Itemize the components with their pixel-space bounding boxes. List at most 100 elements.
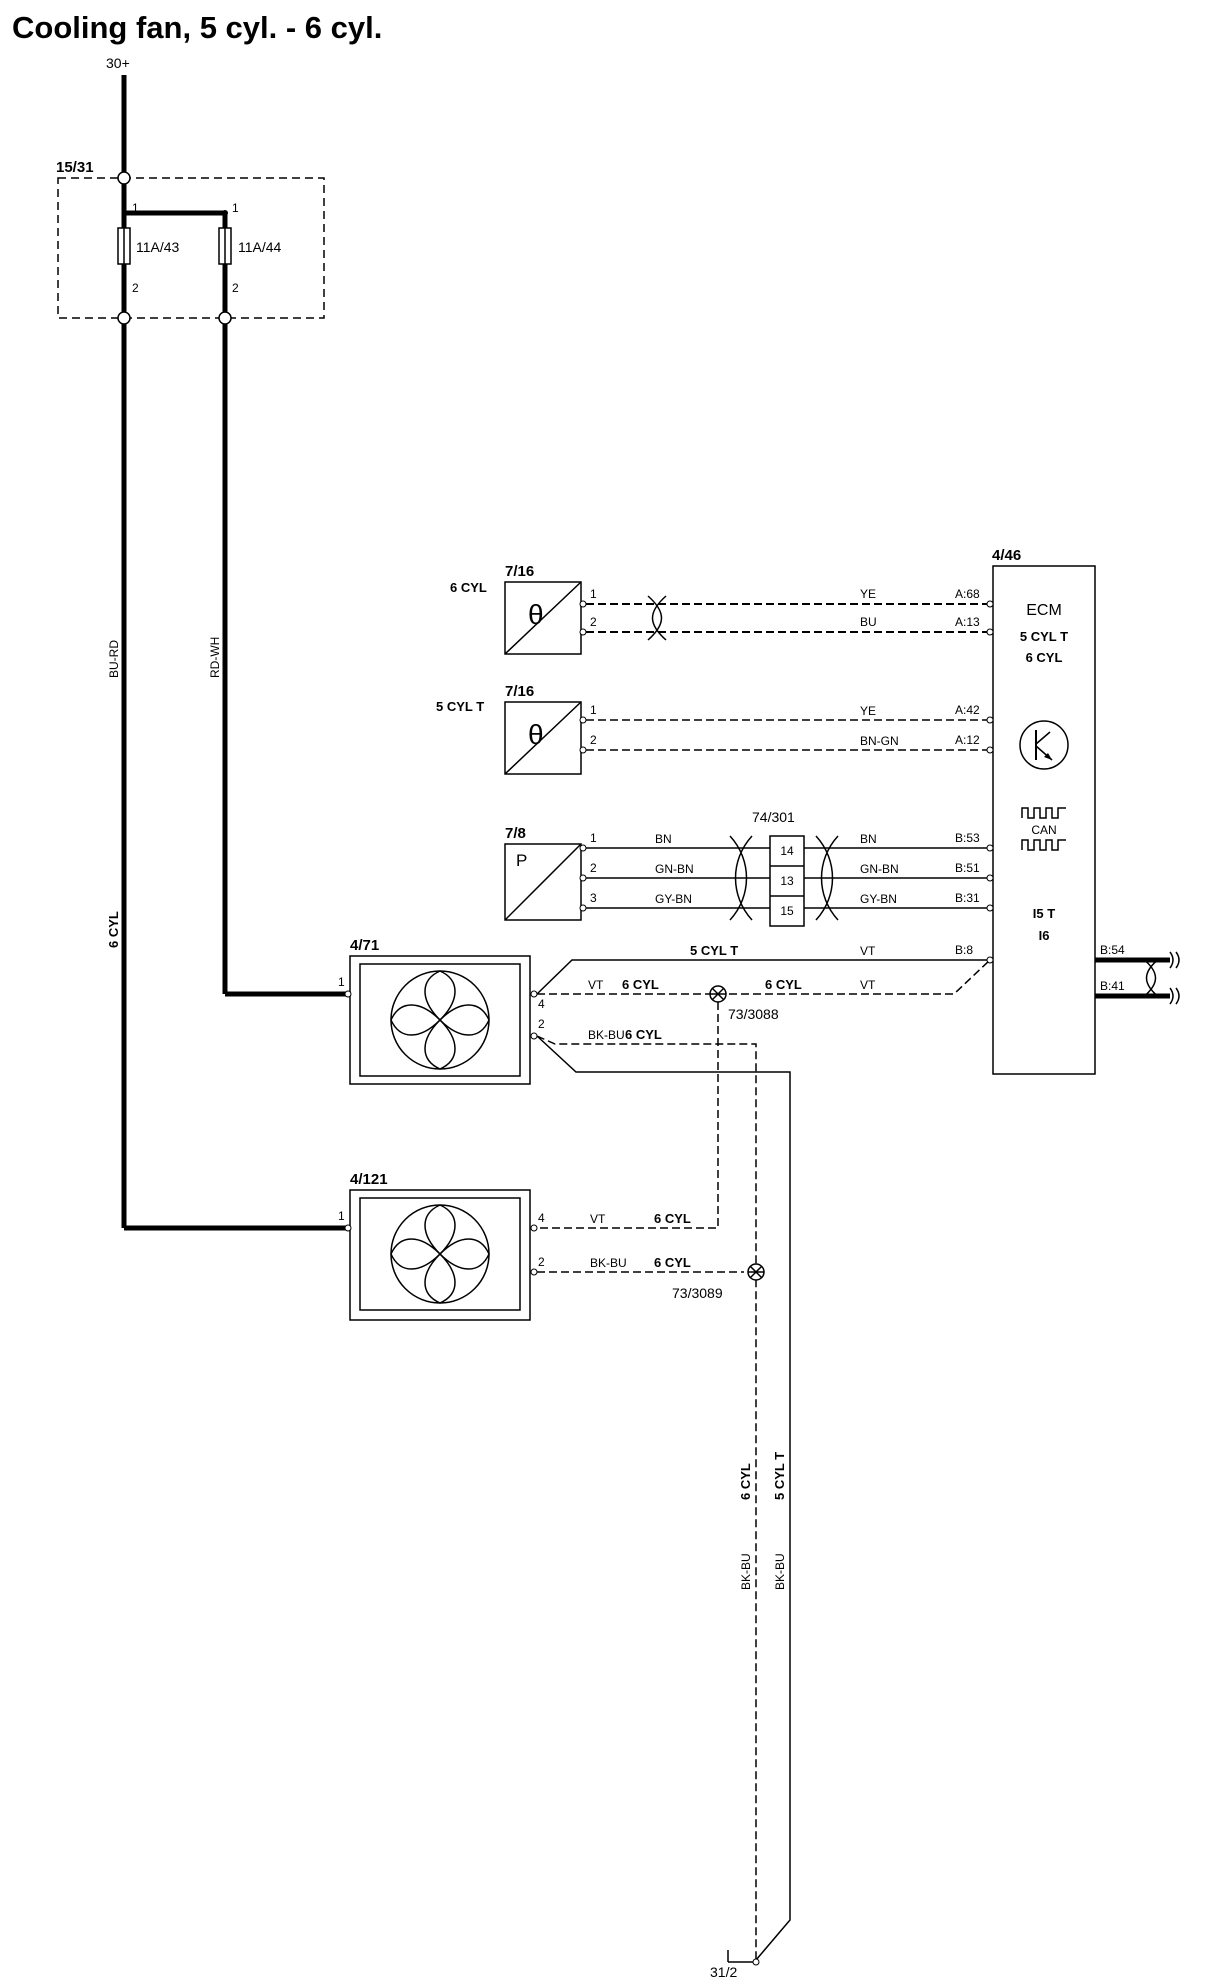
fan-main-icon: [390, 970, 490, 1070]
fan-main-bk-bu-label: BK-BU: [588, 1028, 625, 1042]
ecm-pin-b8: B:8: [955, 943, 973, 957]
sensor-3-pin-1: 1: [590, 831, 597, 845]
splice-2-label: 73/3089: [672, 1285, 723, 1301]
ground-label: 31/2: [710, 1964, 737, 1980]
fan-main-bk-bu-5cyl-wire: [536, 1035, 791, 1961]
sensor-2-color-2: BN-GN: [860, 734, 899, 748]
fuse-1-pin-in: 1: [132, 201, 139, 215]
sensor-1-pin-1: 1: [590, 587, 597, 601]
connector-pin-13: 13: [780, 874, 794, 888]
sensor-3-ecm-pin-1: B:53: [955, 831, 980, 845]
temperature-sensor-6cyl: [504, 581, 582, 655]
fuse-box-entry-terminal: [117, 171, 131, 185]
sensor-3-ecm-pin-3: B:31: [955, 891, 980, 905]
transistor-icon: [1019, 720, 1069, 770]
connector-74-301: [769, 835, 805, 927]
ecm-pin-b41: B:41: [1100, 979, 1125, 993]
sensor-2-variant: 5 CYL T: [436, 699, 484, 714]
sensor-3-color-left-3: GY-BN: [655, 892, 692, 906]
can-label: CAN: [1031, 823, 1056, 837]
fuse-1-exit-terminal: [117, 311, 131, 325]
sensor-3-id: 7/8: [505, 825, 526, 842]
fan-aux-bk-bu-label: BK-BU: [590, 1256, 627, 1270]
sensor-2-color-1: YE: [860, 704, 876, 718]
fan-main-bk-bu-variant: 6 CYL: [625, 1027, 662, 1042]
fan-main-vt-label: VT: [588, 978, 604, 992]
can-bus-icon: [1021, 807, 1066, 851]
fan-aux-icon: [390, 1204, 490, 1304]
fan-main-pin-1: 1: [338, 975, 345, 989]
splice-73-3088-icon: [709, 985, 727, 1003]
fan-aux-pin-4: 4: [538, 1211, 545, 1225]
sensor-3-color-left-1: BN: [655, 832, 672, 846]
fuse-2-pin-in: 1: [232, 201, 239, 215]
connector-pin-15: 15: [780, 904, 794, 918]
splice-73-3089-icon: [747, 1263, 765, 1281]
six-cyl-vertical-label: 6 CYL: [106, 911, 121, 948]
fan-aux-id: 4/121: [350, 1171, 388, 1188]
ecm-pin-b54: B:54: [1100, 943, 1125, 957]
sensor-1-ecm-pin-2: A:13: [955, 615, 980, 629]
ecm-variant-bottom-2: I6: [1039, 928, 1050, 943]
fan-aux-pin-2: 2: [538, 1255, 545, 1269]
diagram-title: Cooling fan, 5 cyl. - 6 cyl.: [12, 10, 382, 45]
ecm-id: 4/46: [992, 547, 1021, 564]
sensor-1-color-1: YE: [860, 587, 876, 601]
fan-aux-pin-1: 1: [338, 1209, 345, 1223]
fan-aux-bk-bu-variant: 6 CYL: [654, 1255, 691, 1270]
sensor-3-pin-3: 3: [590, 891, 597, 905]
fan-main-6cyl-label: 6 CYL: [622, 977, 659, 992]
pressure-sensor: [504, 843, 582, 921]
fuse-box-label: 15/31: [56, 159, 94, 176]
fan-main-vt-ecm-label: VT: [860, 944, 876, 958]
sensor-3-color-right-3: GY-BN: [860, 892, 897, 906]
connector-pin-14: 14: [780, 844, 794, 858]
fan-main-5cyl-vt-wire: [536, 959, 990, 995]
ground-bk-bu-left-label: BK-BU: [739, 1553, 753, 1590]
splice-1-to-aux-fan-wire: [537, 1002, 719, 1229]
theta-icon-2: θ: [528, 719, 544, 750]
connector-id: 74/301: [752, 809, 795, 825]
fan-main-pin-4: 4: [538, 997, 545, 1011]
ecm-variant-bottom-1: I5 T: [1033, 906, 1055, 921]
pressure-icon: P: [516, 851, 527, 870]
fan-main-pin-2: 2: [538, 1017, 545, 1031]
sensor-1-id: 7/16: [505, 563, 534, 580]
can-twist-icon: [1141, 957, 1161, 999]
ground-5cyl-label: 5 CYL T: [772, 1452, 787, 1500]
theta-icon: θ: [528, 599, 544, 630]
twisted-pair-icon: [647, 595, 667, 641]
sensor-1-ecm-pin-1: A:68: [955, 587, 980, 601]
fuse-1-label: 11A/43: [136, 239, 180, 255]
sensor-2-pin-2: 2: [590, 733, 597, 747]
fan-main-6cyl-right-label: 6 CYL: [765, 977, 802, 992]
fan-main-6cyl-vt-wire: [537, 959, 991, 995]
fan-aux-vt-variant: 6 CYL: [654, 1211, 691, 1226]
ecm-name: ECM: [1026, 602, 1062, 619]
twisted-pair-icon-left: [729, 835, 753, 921]
temperature-sensor-5cyl: [504, 701, 582, 775]
fuse-2-label: 11A/44: [238, 239, 282, 255]
sensor-1-variant: 6 CYL: [450, 580, 487, 595]
fuse-1-pin-out: 2: [132, 281, 139, 295]
fan-main-id: 4/71: [350, 937, 379, 954]
supply-label: 30+: [106, 55, 130, 71]
ecm-variant-top-1: 5 CYL T: [1020, 629, 1068, 644]
sensor-3-pin-2: 2: [590, 861, 597, 875]
rd-wh-wire-label: RD-WH: [208, 637, 222, 678]
fuse-2-exit-terminal: [218, 311, 232, 325]
sensor-3-color-right-1: BN: [860, 832, 877, 846]
sensor-3-ecm-pin-2: B:51: [955, 861, 980, 875]
sensor-2-ecm-pin-2: A:12: [955, 733, 980, 747]
fuse-2-pin-out: 2: [232, 281, 239, 295]
sensor-2-pin-1: 1: [590, 703, 597, 717]
splice-1-label: 73/3088: [728, 1006, 779, 1022]
ground-6cyl-label: 6 CYL: [738, 1463, 753, 1500]
ground-icon: [727, 1950, 753, 1963]
cooling-fan-aux: [349, 1189, 531, 1321]
sensor-3-color-right-2: GN-BN: [860, 862, 899, 876]
sensor-1-pin-2: 2: [590, 615, 597, 629]
fan-main-bk-bu-6cyl-wire: [536, 1035, 757, 1960]
ecm-module: [992, 565, 1096, 1075]
